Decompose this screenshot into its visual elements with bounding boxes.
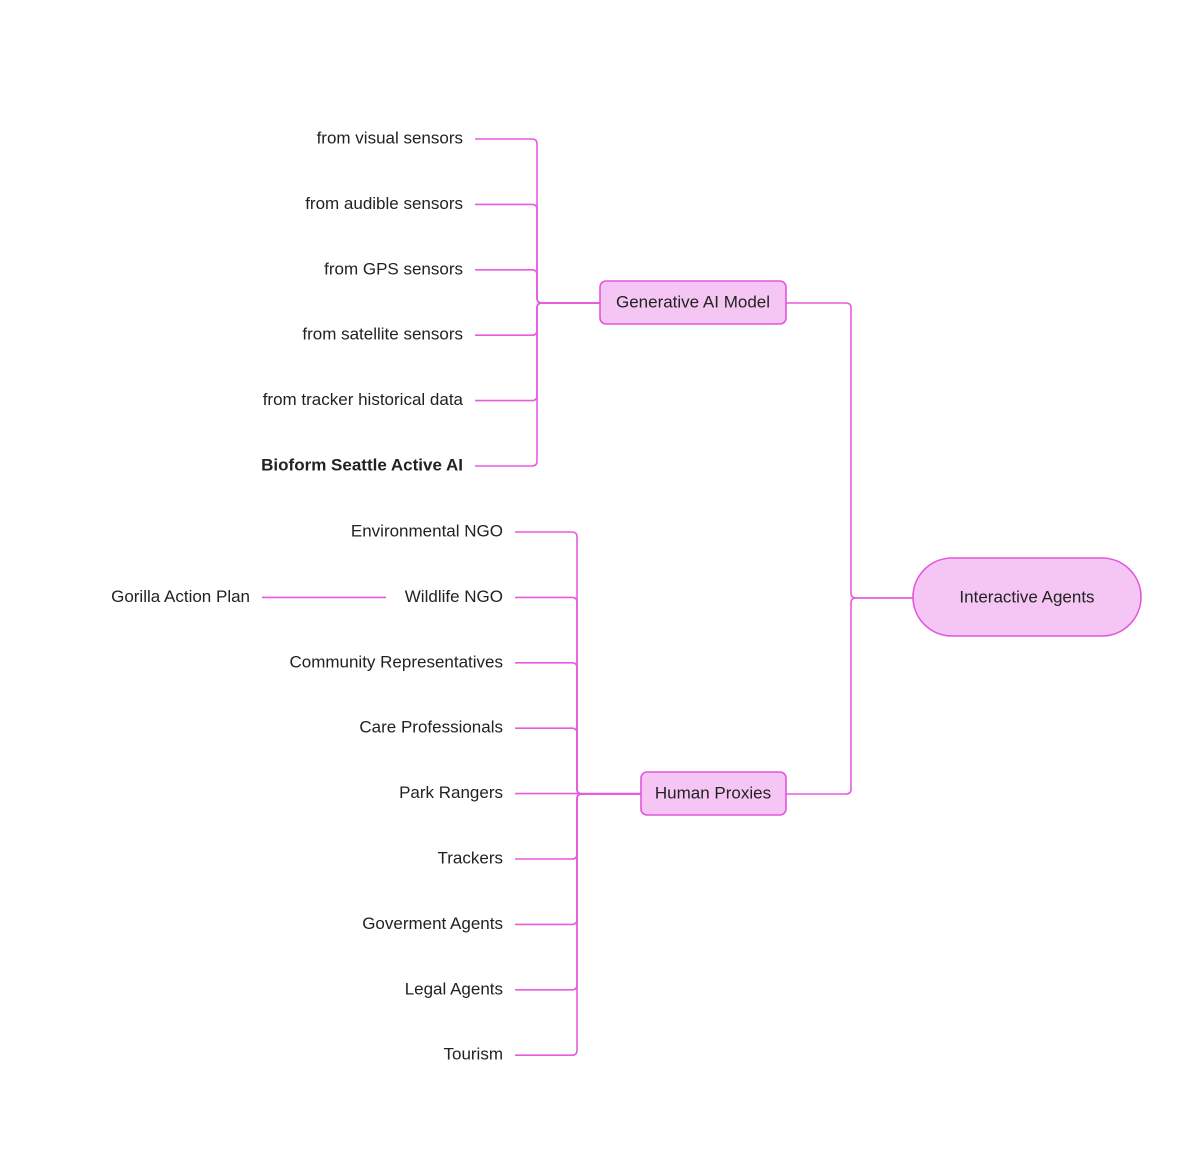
branch-node-human-proxies-shape[interactable]: [640, 771, 787, 816]
branch-node-generative-ai-model-label: Generative AI Model: [616, 292, 770, 311]
leaf-human-7[interactable]: Legal Agents: [405, 979, 503, 998]
leaf-labels: from visual sensors from audible sensors f…: [111, 128, 503, 1063]
connector-human-to-root: [786, 597, 913, 795]
leaf-generative-3[interactable]: from satellite sensors: [302, 325, 463, 344]
branch-node-human-proxies[interactable]: Human Proxies: [640, 771, 787, 816]
leaf-human-2[interactable]: Community Representatives: [289, 652, 503, 671]
leaf-generative-4[interactable]: from tracker historical data: [263, 390, 464, 409]
leaf-human-0[interactable]: Environmental NGO: [351, 521, 503, 540]
root-node-shape[interactable]: [912, 557, 1142, 637]
branch-node-human-proxies-label: Human Proxies: [655, 783, 771, 802]
connector-generative-child-2: [475, 269, 600, 304]
leaf-human-6[interactable]: Goverment Agents: [362, 914, 503, 933]
connector-generative-child-5: [475, 302, 600, 467]
connector-human-child-1: [515, 596, 641, 795]
connector-human-child-8: [515, 793, 641, 1056]
leaf-human-grandchild-1[interactable]: Gorilla Action Plan: [111, 587, 250, 606]
leaf-human-4[interactable]: Park Rangers: [399, 783, 503, 802]
root-node-label: Interactive Agents: [959, 587, 1094, 606]
leaf-generative-5[interactable]: Bioform Seattle Active AI: [261, 455, 463, 474]
root-node[interactable]: Interactive Agents: [912, 557, 1142, 637]
leaf-human-5[interactable]: Trackers: [438, 848, 504, 867]
connector-human-child-3: [515, 727, 641, 795]
leaf-human-1[interactable]: Wildlife NGO: [405, 587, 503, 606]
leaf-generative-2[interactable]: from GPS sensors: [324, 259, 463, 278]
leaf-human-8[interactable]: Tourism: [443, 1045, 503, 1064]
connector-generative-to-root: [786, 302, 913, 599]
leaf-generative-1[interactable]: from audible sensors: [305, 194, 463, 213]
branch-node-generative-ai-model-shape[interactable]: [599, 280, 787, 325]
branch-node-generative-ai-model[interactable]: Generative AI Model: [599, 280, 787, 325]
connector-lines: [262, 138, 913, 1056]
connector-human-child-7: [515, 793, 641, 991]
leaf-generative-0[interactable]: from visual sensors: [317, 128, 463, 147]
leaf-human-3[interactable]: Care Professionals: [359, 718, 503, 737]
connector-human-child-5: [515, 793, 641, 860]
